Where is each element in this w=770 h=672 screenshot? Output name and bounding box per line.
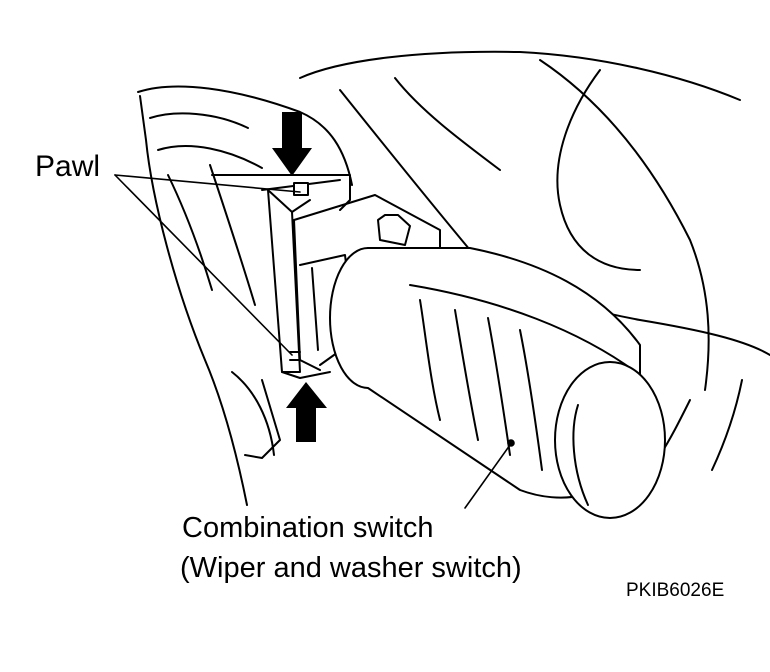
leader-lines — [114, 174, 515, 509]
combination-switch-label: Combination switch — [182, 512, 434, 544]
pawl-leader-bottom — [114, 174, 293, 356]
pawl-leader-top — [114, 174, 301, 193]
arrow-up-icon — [286, 382, 327, 442]
combination-switch-sublabel: (Wiper and washer switch) — [180, 552, 522, 584]
lever-shaft — [329, 247, 666, 519]
switch-leader-dot — [507, 439, 515, 447]
switch-leader — [464, 444, 511, 509]
figure-code: PKIB6026E — [626, 580, 725, 601]
pawl-label: Pawl — [35, 150, 101, 183]
switch-base — [211, 174, 351, 379]
arrow-down-icon — [272, 112, 312, 176]
